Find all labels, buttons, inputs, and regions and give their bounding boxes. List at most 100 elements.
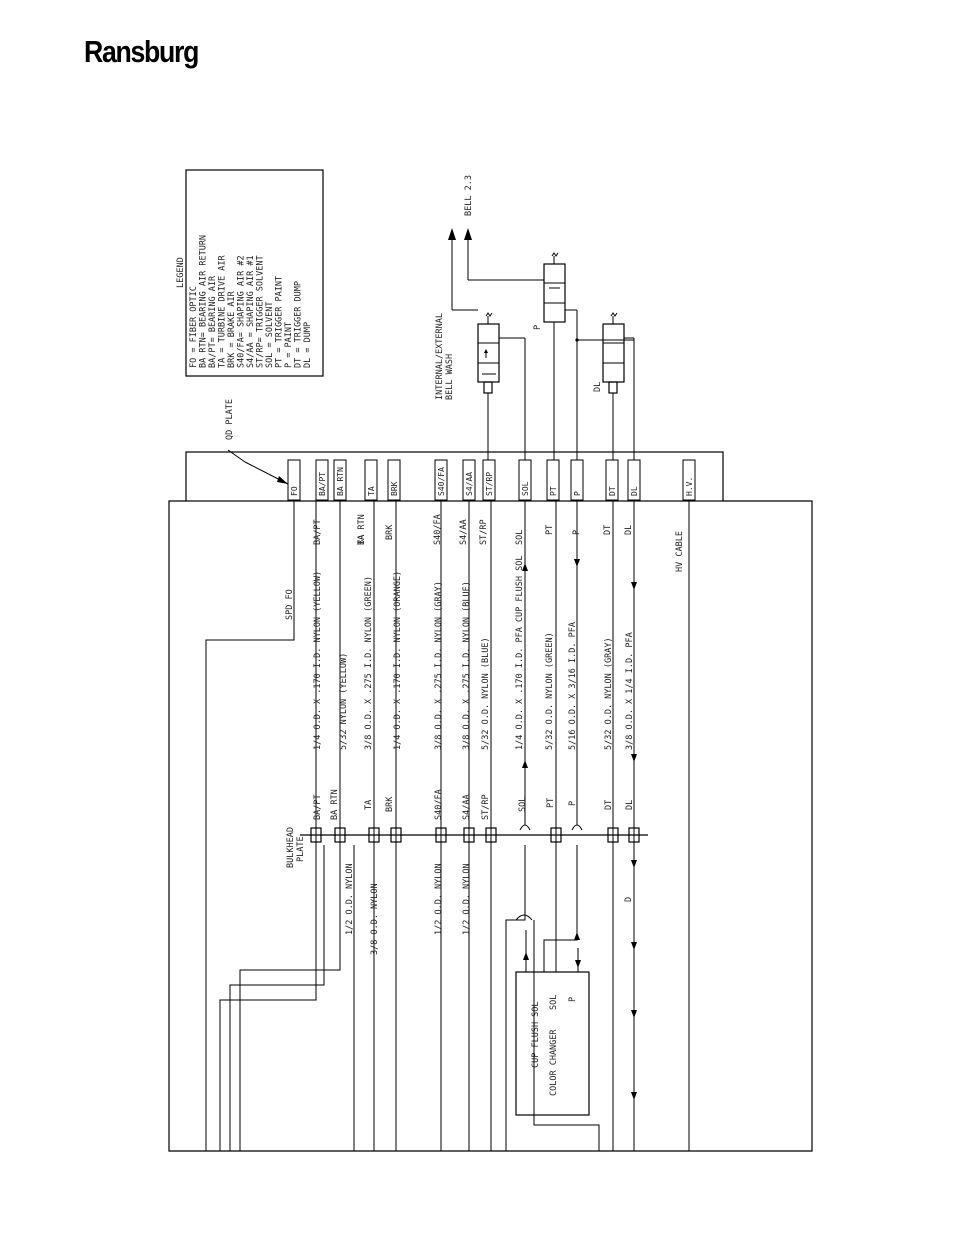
qd-port-label: P	[573, 491, 582, 496]
wash-label-1: INTERNAL/EXTERNAL	[435, 313, 445, 400]
legend-item: PT = TRIGGER PAINT	[275, 276, 285, 368]
color-changer-label: COLOR CHANGER	[549, 1029, 559, 1096]
qd-port-label: PT	[549, 486, 558, 496]
qd-port-label: BA RTN	[336, 467, 345, 496]
flow-arrow	[522, 563, 528, 571]
flow-arrow	[522, 760, 528, 768]
bulkhead-label: BA/PT	[313, 794, 323, 820]
paint-valve: P	[533, 252, 566, 330]
qd-port-label: BA/PT	[318, 472, 327, 496]
tube-spec-label: 1/4 O.D. X .170 I.D. PFA CUP FLUSH SOL	[515, 556, 525, 750]
qd-port-box	[462, 459, 476, 501]
bulkhead-label: S4/AA	[462, 794, 472, 820]
upper-label: DT	[603, 525, 613, 535]
tube-bottom-1: 1/2 O.D. NYLON	[345, 863, 355, 935]
qd-port-box	[682, 459, 696, 501]
tube-spec-label: 1/4 O.D. X .170 I.D. NYLON (ORANGE)	[393, 571, 403, 750]
qd-port-box	[333, 459, 347, 501]
legend-item: P = PAINT	[284, 322, 294, 368]
cc-sol-label: SOL	[549, 995, 559, 1010]
upper-label: DL	[624, 525, 634, 535]
bulkhead-label: SOL	[518, 797, 528, 812]
upper-label: SOL	[515, 530, 525, 545]
tube-hop	[571, 824, 583, 831]
bell-wash-valve: INTERNAL/EXTERNAL BELL WASH	[435, 312, 500, 400]
bulkhead-label: TA	[364, 800, 374, 810]
bell-outputs: BELL 2.3	[448, 175, 544, 311]
qd-port-label: S4/AA	[465, 472, 474, 496]
tube-spec-label: 5/32 NYLON (YELLOW)	[339, 653, 349, 750]
bulkhead-label: PT	[546, 798, 556, 808]
legend-item: S40/FA= SHAPING AIR #2	[237, 255, 247, 368]
legend-item: SOL = SOLVENT	[265, 301, 275, 368]
brand-logo: Ransburg	[84, 34, 199, 69]
bulkhead-fitting	[550, 827, 562, 843]
tube-spec-label: 1/4 O.D. X .170 I.D. NYLON (YELLOW)	[313, 571, 323, 750]
upper-label: BA RTN	[357, 514, 367, 545]
bulkhead-fitting	[390, 827, 402, 843]
upper-label: P	[572, 530, 582, 535]
qd-port-label: DL	[630, 486, 639, 496]
bulkhead-fitting	[368, 827, 380, 843]
dump-valve: DL	[593, 312, 625, 394]
bulkhead-label: BA RTN	[330, 789, 340, 820]
tube-spec-label: 5/32 O.D. NYLON (BLUE)	[481, 637, 491, 750]
main-tube-lines	[315, 501, 637, 845]
tube-spec-label: 3/8 O.D. X .275 I.D. NYLON (GRAY)	[434, 581, 444, 750]
qd-port-label: H.V.	[685, 477, 694, 496]
bulkhead-fitting	[628, 827, 640, 843]
upper-label: S4/AA	[459, 519, 469, 545]
bulkhead-label: DT	[604, 800, 614, 810]
qd-port-label: BRK	[390, 481, 399, 496]
bulkhead-label: DL	[625, 800, 635, 810]
tube-bottom-4: 1/2 O.D. NYLON	[462, 863, 472, 935]
valve-feed-lines	[487, 309, 635, 460]
legend-item: BA RTN= BEARING AIR RETURN	[199, 235, 209, 368]
upper-label: ST/RP	[479, 519, 489, 545]
qd-port-box	[482, 459, 496, 501]
tube-bottom-3: 1/2 O.D. NYLON	[434, 863, 444, 935]
bulkhead-label: ST/RP	[481, 794, 491, 820]
upper-label: BRK	[385, 524, 395, 540]
bulkhead-fitting	[310, 827, 322, 843]
legend-item: DL = DUMP	[303, 322, 313, 368]
tube-spec-label: 5/16 O.D. X 3/16 I.D. PFA	[568, 622, 578, 750]
legend-item: FO = FIBER OPTIC	[189, 286, 199, 368]
bulkhead-fitting	[463, 827, 475, 843]
qd-port-label: TA	[367, 486, 376, 496]
upper-label: BA/PT	[313, 519, 323, 545]
flow-arrow	[574, 559, 580, 567]
legend-title: LEGEND	[176, 257, 186, 288]
valve-dl-label: DL	[593, 382, 603, 392]
hv-cable-label: HV CABLE	[675, 531, 685, 572]
qd-port-label: ST/RP	[485, 472, 494, 496]
qd-port-label: S40/FA	[437, 467, 446, 496]
cup-flush-sol-label: CUP FLUSH SOL	[531, 1001, 541, 1068]
legend-item: BA/PT= BEARING AIR	[208, 275, 218, 368]
qd-port-label: SOL	[521, 481, 530, 496]
bulkhead-fitting	[485, 827, 497, 843]
flow-arrow	[631, 754, 637, 762]
upper-label: PT	[545, 525, 555, 535]
tube-spec-label: 3/8 O.D. X 1/4 I.D. PFA	[625, 632, 635, 750]
qd-port-box	[434, 459, 448, 501]
qd-port-box	[546, 459, 560, 501]
qd-port-box	[287, 459, 301, 501]
flow-arrow	[631, 582, 637, 590]
bulkhead-fittings	[310, 827, 640, 843]
qd-port-box	[387, 459, 401, 501]
tube-hop	[519, 824, 531, 831]
tube-bottom-2: 3/8 O.D. NYLON	[370, 883, 380, 955]
tube-spec-label: 5/32 O.D. NYLON (GREEN)	[545, 632, 555, 750]
cc-p-label: P	[568, 997, 578, 1002]
color-changer: CUP FLUSH SOL COLOR CHANGER P SOL D	[505, 845, 637, 1151]
legend-item: BRK = BRAKE AIR	[227, 290, 237, 368]
legend-item: S4/AA = SHAPING AIR #1	[246, 255, 256, 368]
upper-label: TA	[357, 535, 367, 545]
tube-spec-labels: 1/4 O.D. X .170 I.D. NYLON (YELLOW) 5/32 …	[313, 556, 635, 750]
